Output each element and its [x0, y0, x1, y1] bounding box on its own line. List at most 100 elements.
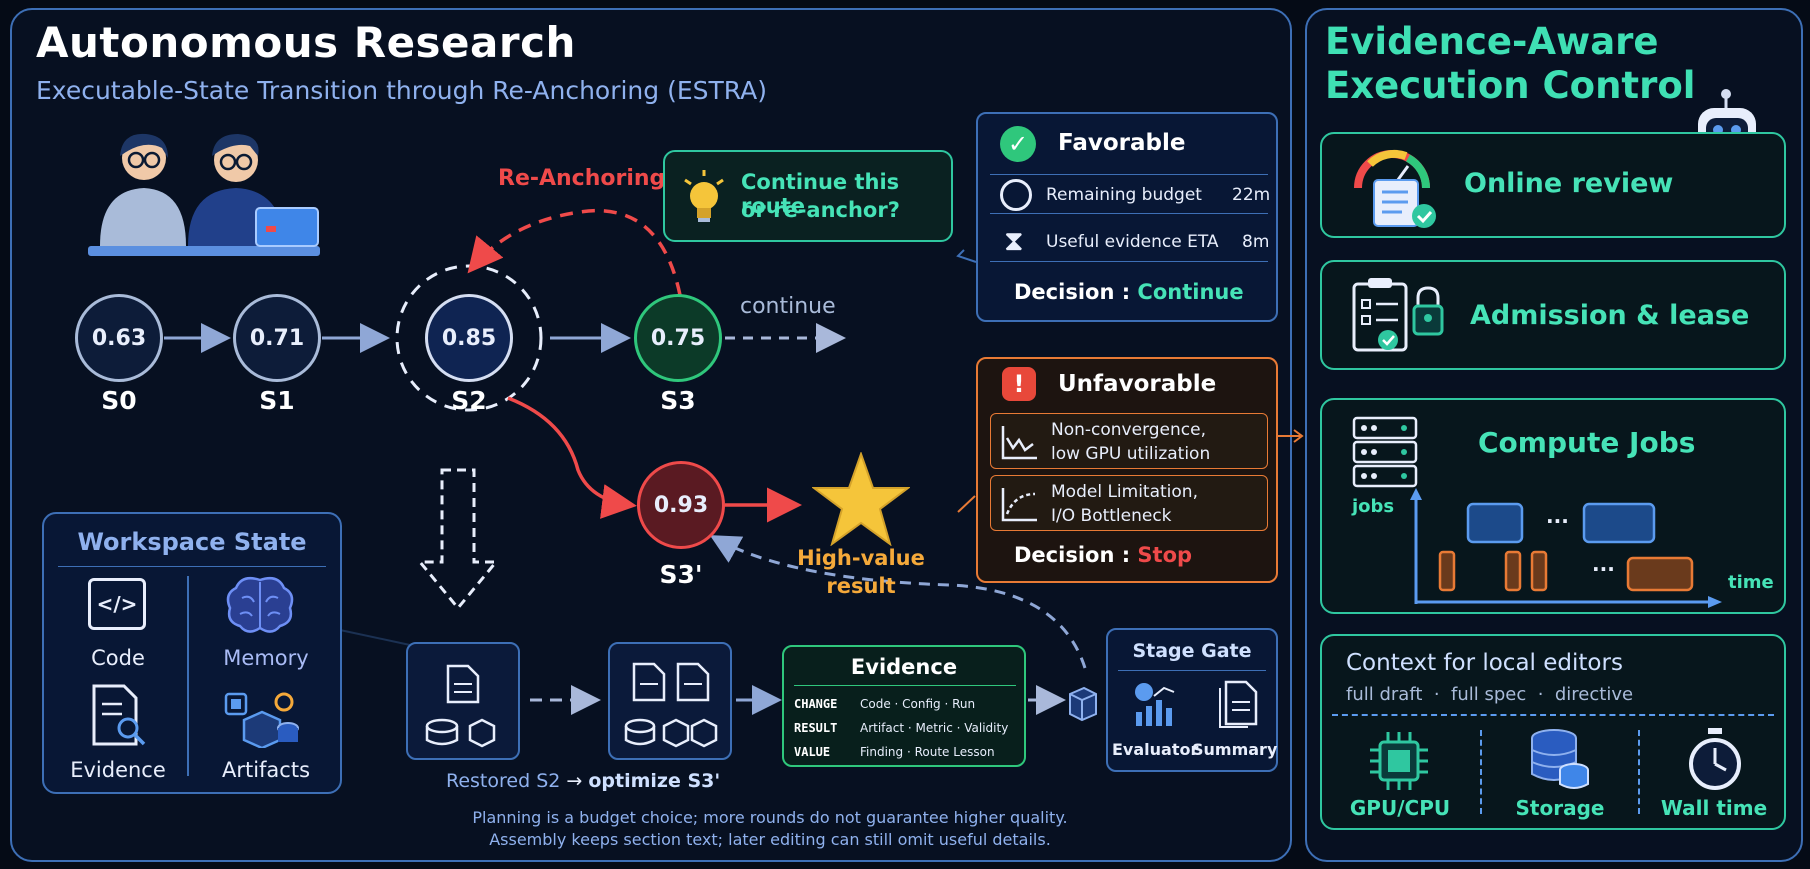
evidence-value-change: Code · Config · Run [860, 697, 976, 711]
gauge-checklist-icon [1354, 149, 1436, 228]
stage-gate-title: Stage Gate [1132, 640, 1252, 662]
unfavorable-issue-1: Non-convergence, low GPU utilization [990, 413, 1268, 469]
context-vdivider-1 [1480, 730, 1482, 814]
brain-icon [226, 577, 294, 633]
workspace-item-code: Code [91, 646, 145, 670]
restored-caption-part2: optimize S3' [588, 770, 721, 792]
unfavorable-decision-value: Stop [1137, 543, 1193, 567]
evidence-box: Evidence CHANGE Code · Config · Run RESU… [782, 645, 1026, 767]
footer-line2: Assembly keeps section text; later editi… [489, 830, 1051, 849]
restored-doc-icon [446, 664, 480, 704]
state-s2-label: S2 [451, 386, 487, 415]
plateau-chart-icon [1001, 488, 1037, 522]
favorable-title: Favorable [1058, 130, 1186, 156]
state-s0-label: S0 [101, 386, 137, 415]
workspace-title: Workspace State [77, 528, 307, 556]
budget-label: Remaining budget [1046, 185, 1202, 205]
unfavorable-decision-label: Decision : [1014, 543, 1138, 567]
resource-gpu-cpu: GPU/CPU [1349, 796, 1451, 820]
star-icon [812, 452, 910, 546]
eta-value: 8m [1242, 232, 1270, 252]
researchers-illustration [88, 133, 320, 256]
state-s3-prime-score: 0.93 [653, 492, 709, 518]
stopwatch-icon [1689, 728, 1741, 790]
budget-value: 22m [1232, 185, 1271, 205]
page-title: Autonomous Research [36, 18, 576, 67]
stage-gate-divider [1118, 670, 1266, 671]
server-rack-icon [1352, 416, 1418, 488]
issue2-line1: Model Limitation, [1051, 482, 1198, 502]
restored-s2-box [406, 642, 520, 760]
trend-down-icon [1001, 426, 1037, 460]
admission-lease-card: Admission & lease [1320, 260, 1786, 370]
workspace-divider [58, 566, 326, 567]
storage-icon [1531, 729, 1589, 789]
issue1-line1: Non-convergence, [1051, 420, 1206, 440]
clock-icon [1000, 179, 1032, 211]
optimize-docs-icon [632, 662, 710, 702]
workspace-item-memory: Memory [223, 646, 309, 670]
unfavorable-title: Unfavorable [1058, 371, 1217, 397]
state-s0: 0.63 [75, 294, 163, 382]
compute-jobs-ellipsis-bottom: ... [1592, 552, 1615, 576]
high-value-line1: High-value [797, 546, 925, 570]
unfavorable-card: ! Unfavorable Non-convergence, low GPU u… [976, 357, 1278, 583]
stage-gate-summary: Summary [1192, 740, 1278, 759]
checklist-lock-icon [1352, 278, 1444, 352]
evidence-value-result: Artifact · Metric · Validity [860, 721, 1009, 735]
state-s2-score: 0.85 [441, 325, 497, 351]
unfavorable-issue-2: Model Limitation, I/O Bottleneck [990, 475, 1268, 531]
context-divider [1332, 714, 1774, 716]
optimize-db-icon [624, 718, 718, 748]
compute-jobs-card: Compute Jobs jobs ... ... time [1320, 398, 1786, 614]
state-s1-score: 0.71 [249, 325, 305, 351]
compute-jobs-ellipsis-top: ... [1546, 504, 1569, 528]
workspace-vdivider [187, 576, 189, 776]
state-s3-prime-label: S3' [659, 560, 703, 589]
high-value-line2: result [826, 574, 896, 598]
optimize-box [608, 642, 732, 760]
favorable-decision-label: Decision : [1014, 280, 1138, 304]
favorable-decision: Decision : Continue [1014, 280, 1244, 304]
favorable-decision-value: Continue [1137, 280, 1244, 304]
context-vdivider-2 [1638, 730, 1640, 814]
unfavorable-decision: Decision : Stop [1014, 543, 1192, 567]
online-review-label: Online review [1464, 168, 1674, 199]
summary-doc-icon [1219, 680, 1258, 728]
right-title: Evidence-Aware Execution Control [1325, 20, 1696, 107]
restored-db-icon [425, 718, 496, 748]
evaluator-chart-icon [1135, 683, 1175, 726]
footer-line1: Planning is a budget choice; more rounds… [472, 808, 1068, 827]
question-bubble: Continue this route or re-anchor? [663, 150, 953, 242]
resource-wall-time: Wall time [1660, 796, 1768, 820]
resource-storage: Storage [1515, 796, 1605, 820]
stage-gate-evaluator: Evaluator [1112, 740, 1199, 759]
question-line1: Continue this route [741, 170, 900, 218]
panel-connector-arrow [1278, 429, 1304, 443]
evidence-value-value: Finding · Route Lesson [860, 745, 995, 759]
evidence-key-value: VALUE [794, 745, 831, 759]
restored-caption: Restored S2 → optimize S3' [446, 770, 720, 792]
compute-jobs-timeline [1410, 488, 1722, 608]
state-s2: 0.85 [425, 294, 513, 382]
restored-caption-part1: Restored S2 [446, 770, 561, 792]
state-s3-score: 0.75 [650, 325, 706, 351]
state-s3: 0.75 [634, 294, 722, 382]
eta-label: Useful evidence ETA [1046, 232, 1219, 252]
evidence-divider [794, 685, 1016, 686]
issue2-line2: I/O Bottleneck [1051, 506, 1172, 526]
state-s3-prime: 0.93 [637, 461, 725, 549]
compute-jobs-title: Compute Jobs [1478, 426, 1696, 459]
favorable-row-eta: ⧗ Useful evidence ETA 8m [990, 222, 1270, 262]
state-s3-label: S3 [660, 386, 696, 415]
online-review-card: Online review [1320, 132, 1786, 238]
evidence-title: Evidence [850, 655, 958, 679]
context-items: full draft · full spec · directive [1346, 684, 1634, 705]
context-editors-card: Context for local editors full draft · f… [1320, 634, 1786, 830]
document-search-icon [92, 684, 146, 746]
evidence-key-change: CHANGE [794, 697, 838, 711]
state-s0-score: 0.63 [91, 325, 147, 351]
reanchoring-label: Re-Anchoring [498, 166, 666, 191]
page-subtitle: Executable-State Transition through Re-A… [36, 76, 767, 105]
lightbulb-icon [684, 170, 724, 222]
